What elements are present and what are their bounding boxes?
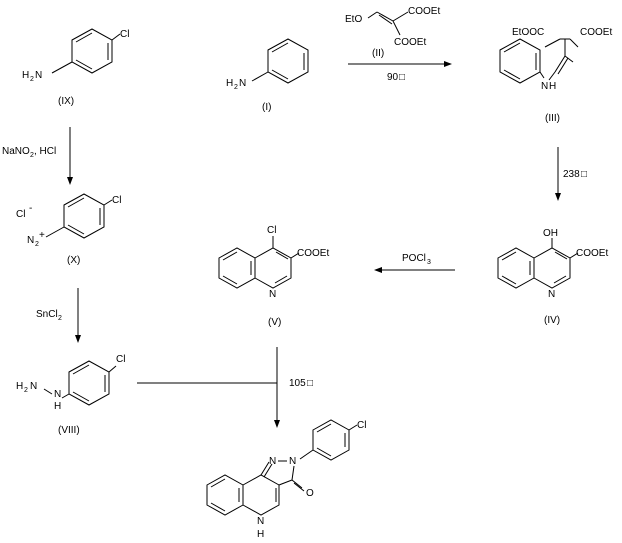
product-n1: N — [269, 456, 276, 467]
reagent-r3: POCl — [402, 253, 426, 264]
product-o: O — [306, 488, 314, 499]
compound-i-structure: H 2 N (I) — [226, 38, 309, 113]
compound-ii-label: (II) — [372, 48, 384, 59]
compound-viii-h2n: H — [16, 381, 23, 392]
compound-iv-label: (IV) — [544, 315, 560, 326]
compound-x-n: N — [27, 235, 34, 246]
compound-v-cl: Cl — [267, 225, 276, 236]
arrow-x-to-viii: SnCl 2 — [36, 288, 81, 343]
reagent-r2: 238 — [563, 169, 580, 180]
reagent-r5-sub: 2 — [58, 315, 62, 322]
reagent-r4-sub: 2 — [30, 152, 34, 159]
compound-ix-n: N — [35, 70, 42, 81]
arrow-iii-to-iv: 238 □ — [555, 147, 587, 201]
compound-iv-oh: OH — [543, 228, 558, 239]
degree-r6: □ — [307, 378, 313, 389]
compound-ix-structure: Cl H 2 N (IX) — [22, 28, 129, 107]
compound-ii-eto: EtO — [345, 14, 362, 25]
product-n2: N — [289, 456, 296, 467]
compound-viii-cl: Cl — [116, 354, 125, 365]
degree-r1: □ — [399, 72, 405, 83]
compound-iv-structure: OH COOEt N (IV) — [497, 228, 608, 326]
reagent-r3-sub: 3 — [427, 259, 431, 266]
compound-i-2: 2 — [234, 84, 238, 91]
compound-x-2: 2 — [35, 241, 39, 248]
compound-x-minus: - — [29, 203, 32, 214]
compound-ii-structure: EtO COOEt COOEt (II) — [345, 6, 440, 59]
compound-ix-label: (IX) — [58, 96, 74, 107]
compound-viii-2: 2 — [24, 387, 28, 394]
compound-i-h: H — [226, 78, 233, 89]
compound-x-cl-anion: Cl — [16, 209, 25, 220]
compound-viii-structure: Cl H 2 N N H (VIII) — [16, 354, 125, 436]
compound-i-n: N — [239, 78, 246, 89]
compound-ii-cooet-top: COOEt — [408, 6, 440, 17]
compound-iii-cooet: COOEt — [580, 27, 612, 38]
arrow-i-to-iii: 90 □ — [348, 61, 452, 83]
compound-ix-h: H — [22, 70, 29, 81]
product-nh-h: H — [257, 529, 264, 540]
arrow-ix-to-x: NaNO 2 , HCl — [2, 127, 73, 185]
compound-v-cooet: COOEt — [297, 248, 329, 259]
reagent-r6: 105 — [289, 378, 306, 389]
compound-ix-2: 2 — [30, 76, 34, 83]
compound-i-label: (I) — [262, 102, 271, 113]
compound-v-n: N — [269, 289, 276, 300]
compound-ix-cl: Cl — [120, 29, 129, 40]
compound-ii-cooet-bottom: COOEt — [394, 37, 426, 48]
compound-x-cl: Cl — [112, 195, 121, 206]
compound-x-label: (X) — [67, 255, 80, 266]
arrow-to-product: 105 □ — [137, 347, 313, 428]
reagent-r1: 90 — [387, 72, 399, 83]
degree-r2: □ — [581, 169, 587, 180]
compound-iv-n: N — [548, 289, 555, 300]
product-structure: Cl N N O N H — [206, 419, 366, 540]
reagent-r4: NaNO — [2, 146, 30, 157]
compound-viii-nh-h: H — [54, 401, 61, 412]
reagent-r4-tail: , HCl — [34, 146, 56, 157]
compound-viii-nh-n: N — [54, 389, 61, 400]
compound-iii-n: N — [541, 81, 548, 92]
compound-x-plus: + — [39, 230, 45, 241]
compound-viii-label: (VIII) — [58, 425, 80, 436]
product-nh-n: N — [257, 516, 264, 527]
reagent-r5: SnCl — [36, 309, 58, 320]
compound-iii-h: H — [549, 81, 556, 92]
compound-iii-label: (III) — [545, 113, 560, 124]
compound-v-label: (V) — [268, 317, 281, 328]
compound-iv-cooet: COOEt — [576, 248, 608, 259]
compound-v-structure: Cl COOEt N (V) — [218, 225, 329, 328]
compound-iii-etooc: EtOOC — [512, 27, 544, 38]
compound-x-structure: Cl Cl - N 2 + (X) — [16, 193, 121, 266]
compound-iii-structure: EtOOC COOEt N H (III) — [499, 27, 612, 124]
arrow-iv-to-v: POCl 3 — [374, 253, 455, 273]
compound-viii-n-first: N — [30, 381, 37, 392]
product-cl: Cl — [357, 420, 366, 431]
